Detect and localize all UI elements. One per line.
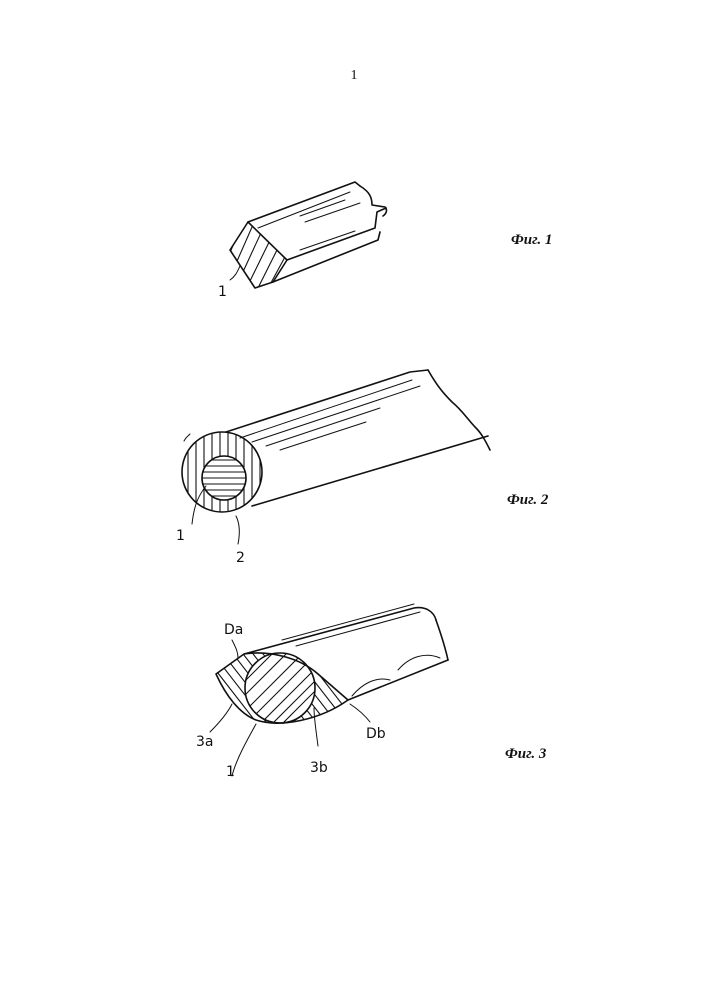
fig3-label-3b: 3b <box>310 760 328 776</box>
figure-3-drawing: Da 3a 1 3b Db <box>0 0 708 800</box>
fig3-label-Db: Db <box>366 726 386 742</box>
fig3-caption: Фиг. 3 <box>505 746 546 763</box>
fig3-label-3a: 3a <box>196 734 214 750</box>
fig3-label-Da: Da <box>224 622 243 638</box>
fig3-label-1: 1 <box>226 764 235 780</box>
